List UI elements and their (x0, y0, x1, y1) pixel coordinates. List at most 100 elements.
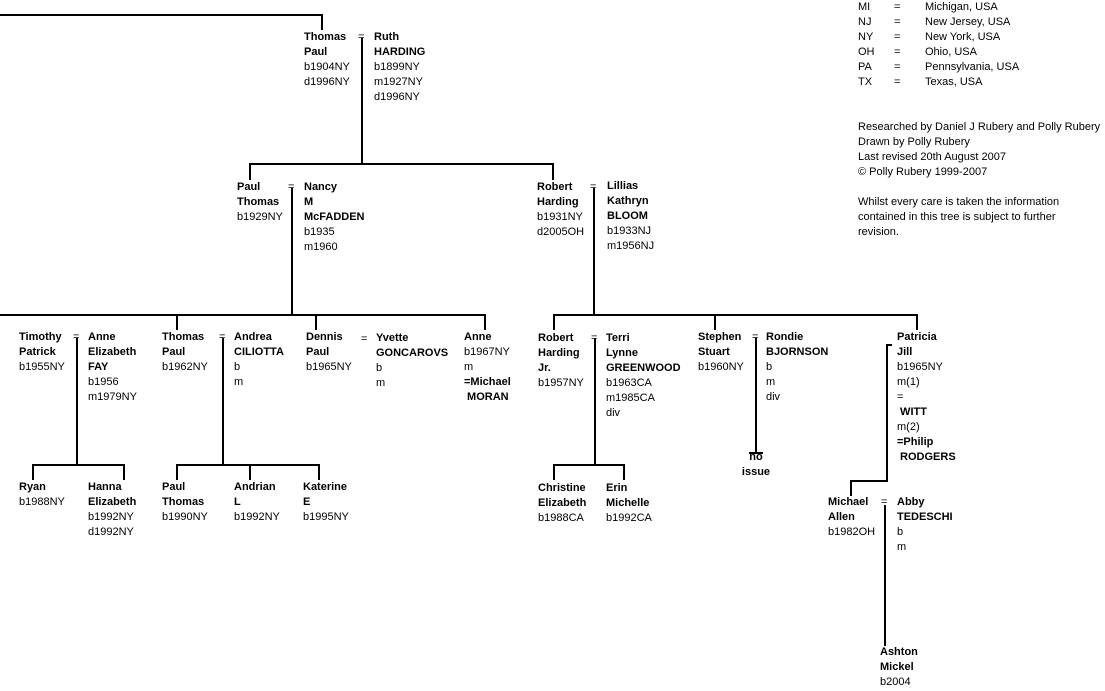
legend-name: Texas, USA (925, 76, 983, 88)
person-line: div (766, 391, 781, 403)
person-line: GREENWOOD (606, 362, 681, 374)
person-line: Abby (897, 496, 925, 508)
credit-line: Drawn by Polly Rubery (858, 136, 970, 148)
connector-line (123, 464, 125, 480)
legend-names: Michigan, USA New Jersey, USA New York, … (925, 0, 1019, 90)
person-line: b1995NY (303, 511, 349, 523)
marriage-symbol: = (361, 333, 368, 345)
person-line: Patricia (897, 331, 937, 343)
connector-line (32, 464, 34, 480)
person-line: m(1) (897, 376, 920, 388)
connector-line (361, 38, 363, 164)
marriage-symbol: = (590, 181, 597, 193)
person-line: b1955NY (19, 361, 65, 373)
legend-code: TX (858, 76, 873, 88)
person-line: MORAN (464, 391, 509, 403)
person-line: b1967NY (464, 346, 510, 358)
person-line: b (766, 361, 773, 373)
legend-code: PA (858, 61, 872, 73)
connector-line (176, 314, 178, 330)
person-line: CILIOTTA (234, 346, 284, 358)
person-line: b1982OH (828, 526, 876, 538)
disclaimer-line: revision. (858, 226, 899, 238)
person-line: WITT (897, 406, 927, 418)
person-line: Dennis (306, 331, 343, 343)
person-line: Paul (237, 181, 261, 193)
person-line: b1965NY (897, 361, 943, 373)
person-line: Thomas (304, 31, 347, 43)
person-line: L (234, 496, 241, 508)
legend-name: Michigan, USA (925, 1, 998, 13)
person-line: Robert (538, 332, 574, 344)
person-line: b1899NY (374, 61, 420, 73)
person-line: b1929NY (237, 211, 283, 223)
person-line: GONCAROVS (376, 347, 449, 359)
person-line: b1990NY (162, 511, 208, 523)
person-line: Andrian (234, 481, 276, 493)
legend-codes: MI NJ NY OH PA TX (858, 0, 875, 90)
legend-eq: = (894, 1, 901, 13)
connector-line (0, 14, 322, 16)
person-line: b2004 (880, 676, 911, 688)
legend-code: OH (858, 46, 875, 58)
person-line: Paul (162, 346, 186, 358)
connector-line (850, 480, 888, 482)
marriage-symbol: = (73, 331, 80, 343)
person-line: m1927NY (374, 76, 423, 88)
person-line: b1992NY (234, 511, 280, 523)
person-line: m (376, 377, 386, 389)
person-line: Yvette (376, 332, 409, 344)
person-line: Paul (162, 481, 186, 493)
person-line: no (749, 451, 763, 463)
connector-line (249, 464, 251, 480)
connector-line (553, 314, 918, 316)
person-line: Allen (828, 511, 855, 523)
connector-line (552, 163, 554, 180)
person-line: div (606, 407, 621, 419)
connector-line (755, 338, 757, 453)
person-line: b1988NY (19, 496, 65, 508)
legend-eq: = (894, 46, 901, 58)
person-line: d1996NY (304, 76, 350, 88)
connector-line (318, 464, 320, 480)
connector-line (321, 14, 323, 30)
legend-code: NY (858, 31, 874, 43)
person-line: McFADDEN (304, 211, 365, 223)
person-line: m (766, 376, 776, 388)
person-line: b1965NY (306, 361, 352, 373)
person-line: issue (741, 466, 771, 478)
person-line: m1985CA (606, 392, 655, 404)
person-line: BLOOM (607, 210, 648, 222)
person-line: m1960 (304, 241, 338, 253)
no-issue-label: no issue (740, 450, 772, 480)
legend-equals: = = = = = = (894, 0, 900, 90)
person-line: b (897, 526, 904, 538)
person-line: Michael (828, 496, 869, 508)
person-line: Lillias (607, 180, 639, 192)
marriage-symbol: = (591, 332, 598, 344)
connector-line (886, 344, 892, 346)
person-line: Ruth (374, 31, 400, 43)
connector-line (623, 464, 625, 480)
person-line: Thomas (237, 196, 280, 208)
connector-line (291, 188, 293, 316)
marriage-symbol: = (358, 31, 365, 43)
connector-line (553, 464, 555, 480)
connector-line (594, 338, 596, 466)
person-line: Paul (306, 346, 330, 358)
